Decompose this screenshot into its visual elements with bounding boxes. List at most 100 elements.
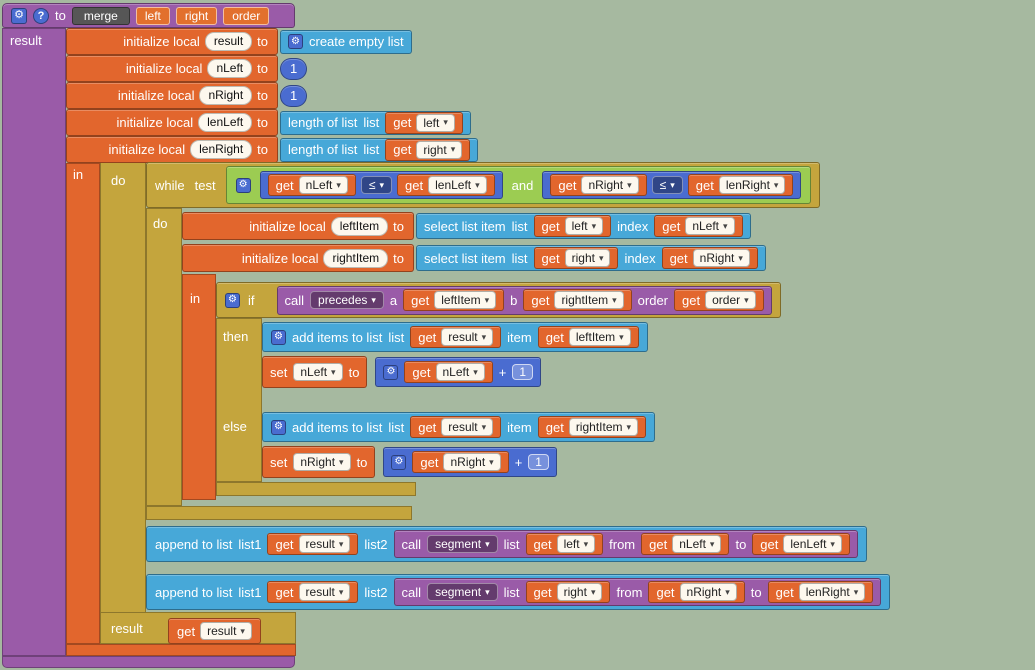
local-name-field-nLeft[interactable]: nLeft [207, 59, 253, 78]
get-left-block[interactable]: get left▾ [525, 533, 604, 555]
number-field[interactable]: 1 [528, 454, 549, 470]
get-result-dropdown[interactable]: result▾ [298, 583, 351, 601]
get-left-dropdown[interactable]: left▾ [556, 535, 596, 553]
call-segment-block[interactable]: call segment▾ list get left▾ from get nL… [393, 530, 858, 558]
get-lenRight-block[interactable]: get lenRight▾ [767, 581, 874, 603]
get-result-dropdown[interactable]: result▾ [441, 418, 494, 436]
procedure-body-frame[interactable] [2, 28, 66, 656]
get-lenRight-block[interactable]: get lenRight▾ [687, 174, 794, 196]
local-name-field-lenLeft[interactable]: lenLeft [198, 113, 253, 132]
initialize-local-inner-in-frame[interactable] [182, 274, 216, 500]
param-left-tag[interactable]: left [135, 6, 170, 25]
get-nRight-dropdown[interactable]: nRight▾ [581, 176, 639, 194]
get-left-dropdown[interactable]: left▾ [564, 217, 604, 235]
get-nRight-block[interactable]: get nRight▾ [412, 451, 509, 473]
get-left-block[interactable]: get left▾ [385, 111, 463, 134]
get-order-block[interactable]: get order▾ [674, 289, 764, 311]
set-nRight-block[interactable]: set nRight▾ to [262, 446, 376, 478]
while-body-frame[interactable] [146, 208, 182, 506]
comparison-operator-dropdown[interactable]: ≤▾ [360, 176, 393, 194]
get-right-block[interactable]: get right▾ [533, 247, 619, 269]
do-result-block-frame[interactable] [100, 158, 146, 644]
if-then-else-frame[interactable] [216, 318, 262, 482]
get-leftItem-block[interactable]: get leftItem▾ [537, 326, 639, 348]
mutator-gear-icon[interactable]: ⚙ [383, 364, 399, 380]
mutator-gear-icon[interactable]: ⚙ [271, 419, 286, 435]
number-block[interactable]: 1 [280, 84, 308, 107]
create-empty-list-block[interactable]: ⚙ create empty list [280, 29, 412, 54]
get-result-dropdown[interactable]: result▾ [441, 328, 494, 346]
procedure-definition-header[interactable]: ⚙ ? to merge left right order [2, 3, 295, 28]
initialize-local-lenRight-block[interactable]: initialize local lenRight to [66, 136, 278, 163]
get-lenLeft-dropdown[interactable]: lenLeft▾ [783, 535, 842, 553]
get-nRight-block[interactable]: get nRight▾ [661, 247, 758, 269]
local-name-field-leftItem[interactable]: leftItem [330, 216, 389, 236]
get-right-block[interactable]: get right▾ [385, 138, 471, 161]
procedure-bottom-frame[interactable] [2, 656, 295, 668]
local-name-field-lenRight[interactable]: lenRight [190, 140, 253, 159]
compare-nLeft-lenLeft-block[interactable]: get nLeft▾ ≤▾ get lenLeft▾ [259, 171, 503, 199]
get-left-dropdown[interactable]: left▾ [416, 113, 455, 132]
get-nRight-block[interactable]: get nRight▾ [648, 581, 745, 603]
get-lenRight-dropdown[interactable]: lenRight▾ [718, 176, 786, 194]
mutator-gear-icon[interactable]: ⚙ [288, 34, 303, 49]
procedure-select-dropdown[interactable]: segment▾ [427, 583, 498, 601]
get-right-dropdown[interactable]: right▾ [556, 583, 603, 601]
get-rightItem-block[interactable]: get rightItem▾ [537, 416, 647, 438]
get-nRight-block[interactable]: get nRight▾ [550, 174, 647, 196]
add-items-to-list-block-then[interactable]: ⚙ add items to list list get result▾ ite… [262, 322, 648, 352]
call-precedes-block[interactable]: call precedes▾ a get leftItem▾ b get rig… [276, 285, 772, 315]
get-result-block[interactable]: get result▾ [168, 618, 261, 644]
set-variable-dropdown[interactable]: nLeft▾ [293, 363, 343, 381]
get-leftItem-dropdown[interactable]: leftItem▾ [568, 328, 631, 346]
get-order-dropdown[interactable]: order▾ [705, 291, 756, 309]
get-right-dropdown[interactable]: right▾ [416, 140, 463, 159]
get-lenLeft-block[interactable]: get lenLeft▾ [752, 533, 850, 555]
initialize-local-in-frame[interactable] [66, 163, 100, 644]
get-rightItem-dropdown[interactable]: rightItem▾ [554, 291, 624, 309]
append-to-list-block-right[interactable]: append to list list1 get result▾ list2 c… [146, 574, 891, 610]
get-nLeft-block[interactable]: get nLeft▾ [654, 215, 743, 237]
initialize-local-rightItem-block[interactable]: initialize local rightItem to [182, 244, 414, 272]
number-value[interactable]: 1 [290, 61, 298, 76]
select-list-item-block[interactable]: select list item list get left▾ index ge… [416, 213, 751, 239]
procedure-select-dropdown[interactable]: precedes▾ [310, 291, 384, 309]
math-add-block[interactable]: ⚙ get nLeft▾ + 1 [375, 357, 542, 387]
select-list-item-block[interactable]: select list item list get right▾ index g… [416, 245, 766, 271]
add-items-to-list-block-else[interactable]: ⚙ add items to list list get result▾ ite… [262, 412, 656, 442]
get-lenLeft-dropdown[interactable]: lenLeft▾ [428, 176, 487, 194]
get-nLeft-block[interactable]: get nLeft▾ [267, 174, 356, 196]
get-nLeft-dropdown[interactable]: nLeft▾ [685, 217, 735, 235]
comparison-operator-dropdown[interactable]: ≤▾ [651, 176, 683, 194]
if-block-header[interactable]: ⚙ if call precedes▾ a get leftItem▾ b ge… [216, 282, 781, 318]
number-field[interactable]: 1 [512, 364, 534, 380]
get-leftItem-block[interactable]: get leftItem▾ [403, 289, 505, 311]
length-of-list-block[interactable]: length of list list get left▾ [280, 110, 471, 135]
length-of-list-block[interactable]: length of list list get right▾ [280, 137, 479, 162]
get-nLeft-dropdown[interactable]: nLeft▾ [435, 363, 485, 381]
mutator-gear-icon[interactable]: ⚙ [225, 292, 240, 308]
param-right-tag[interactable]: right [175, 6, 218, 25]
compare-nRight-lenRight-block[interactable]: get nRight▾ ≤▾ get lenRight▾ [542, 171, 802, 199]
get-lenLeft-block[interactable]: get lenLeft▾ [397, 174, 495, 196]
number-value[interactable]: 1 [290, 88, 298, 103]
get-right-dropdown[interactable]: right▾ [564, 249, 611, 267]
initialize-local-leftItem-block[interactable]: initialize local leftItem to [182, 212, 414, 240]
initialize-local-bottom-frame[interactable] [66, 644, 296, 656]
procedure-name-field[interactable]: merge [71, 6, 130, 25]
get-nLeft-dropdown[interactable]: nLeft▾ [672, 535, 722, 553]
and-block[interactable]: ⚙ get nLeft▾ ≤▾ get lenLeft▾ and get nRi… [225, 166, 812, 204]
initialize-local-lenLeft-block[interactable]: initialize local lenLeft to [66, 109, 278, 136]
get-nRight-dropdown[interactable]: nRight▾ [692, 249, 750, 267]
get-rightItem-block[interactable]: get rightItem▾ [523, 289, 632, 311]
get-nLeft-dropdown[interactable]: nLeft▾ [298, 176, 348, 194]
param-order-tag[interactable]: order [223, 6, 270, 25]
number-block[interactable]: 1 [280, 57, 308, 80]
local-name-field-result[interactable]: result [204, 32, 253, 51]
local-name-field-rightItem[interactable]: rightItem [323, 248, 389, 268]
get-rightItem-dropdown[interactable]: rightItem▾ [568, 418, 639, 436]
help-icon[interactable]: ? [33, 7, 49, 24]
get-nRight-dropdown[interactable]: nRight▾ [679, 583, 737, 601]
get-nLeft-block[interactable]: get nLeft▾ [641, 533, 730, 555]
